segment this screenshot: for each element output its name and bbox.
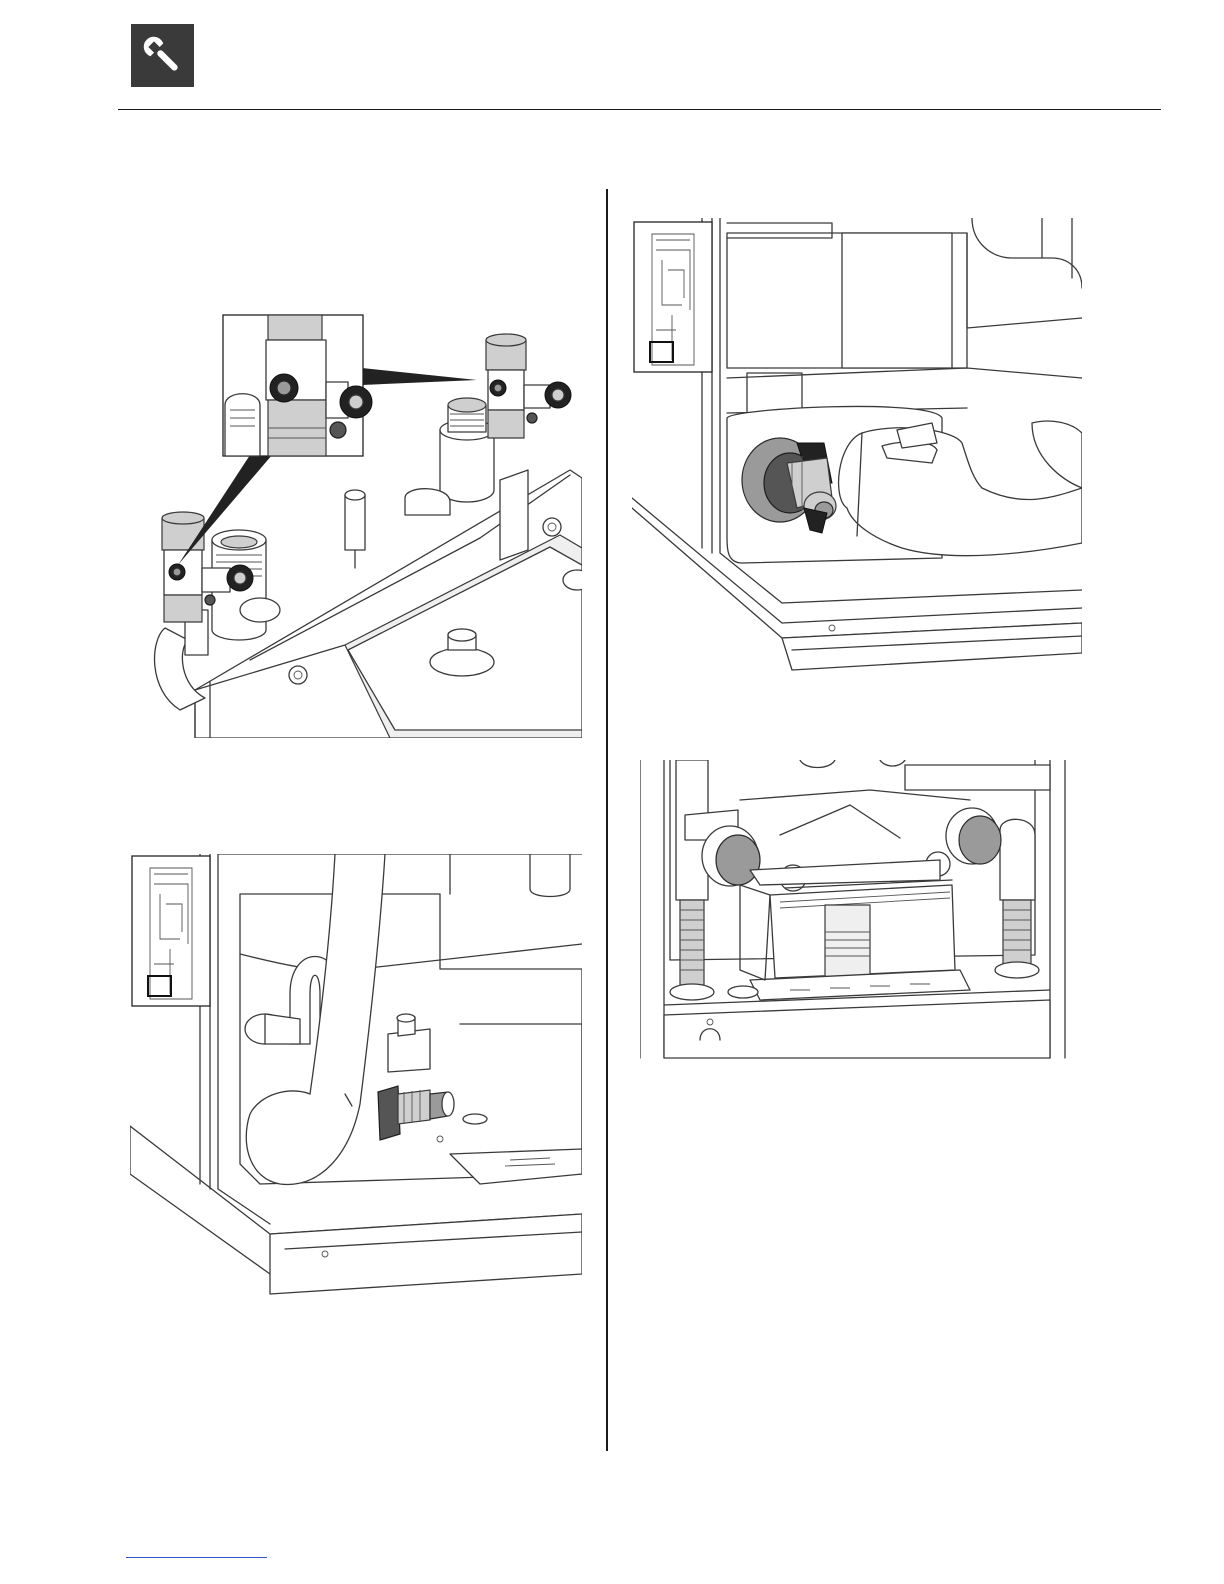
figure-expansion-module <box>640 760 1076 1060</box>
figure-drain-valve <box>130 854 582 1300</box>
wrench-badge <box>131 24 194 87</box>
screw-icon <box>543 518 561 536</box>
footer-link-underline[interactable] <box>126 1557 267 1558</box>
column-divider <box>606 189 608 1451</box>
screw-icon <box>289 666 307 684</box>
wrench-icon <box>131 24 194 87</box>
header-rule <box>118 109 1161 110</box>
figure-vent-valves <box>150 310 582 738</box>
figure-pump-valve <box>632 218 1082 673</box>
